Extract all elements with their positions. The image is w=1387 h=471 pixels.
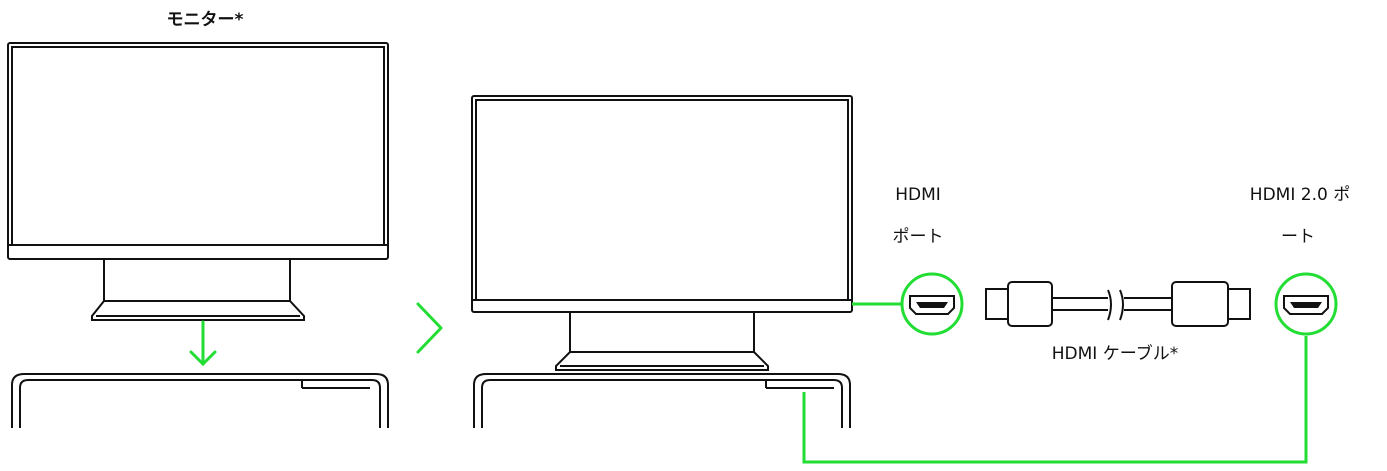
- hdmi-port-label-line2: ポート: [892, 227, 944, 247]
- monitor-left: [7, 42, 389, 321]
- monitor-right-frame: [471, 95, 853, 313]
- hdmi20-port-label-line1: HDMI 2.0 ポ: [1249, 185, 1351, 205]
- monitor-label: モニター*: [166, 10, 244, 30]
- monitor-right-neck: [569, 311, 755, 353]
- hdmi-port-icon: [900, 272, 964, 336]
- hdmi-port-label-line1: HDMI: [895, 185, 941, 205]
- arrow-down-icon: [189, 320, 217, 367]
- monitor-right-base: [555, 351, 769, 371]
- monitor-right: [471, 95, 853, 371]
- monitor-stand-left: [11, 373, 389, 428]
- hdmi-cable-label: HDMI ケーブル*: [1051, 344, 1179, 364]
- chevron-right-icon: [416, 302, 443, 354]
- stand-to-port-line: [802, 336, 1308, 464]
- connection-lines: [802, 302, 1308, 464]
- monitor-left-base: [91, 300, 305, 321]
- monitor-stand-right: [473, 373, 851, 428]
- hdmi20-port-label-line2: ート: [1281, 227, 1315, 247]
- monitor-right-screen: [475, 99, 849, 301]
- hdmi20-port-icon: [1274, 272, 1338, 336]
- monitor-left-screen: [11, 46, 385, 246]
- monitor-left-frame: [7, 42, 389, 260]
- monitor-left-neck: [103, 258, 291, 302]
- hdmi-cable: [985, 281, 1251, 327]
